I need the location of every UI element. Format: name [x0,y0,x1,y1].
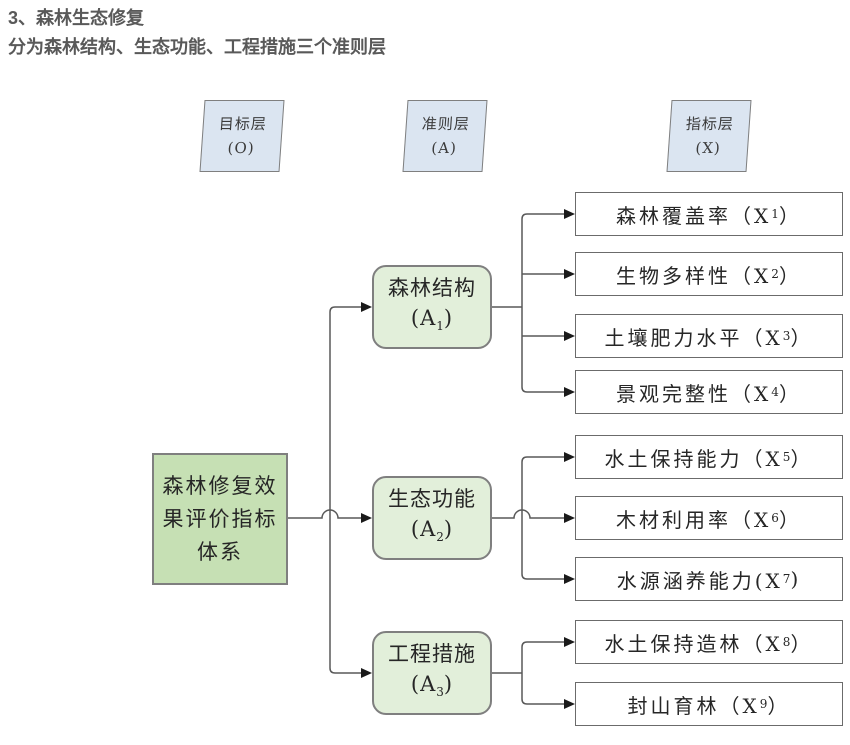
title-line-2: 分为森林结构、生态功能、工程措施三个准则层 [8,37,386,57]
root-line-3: 体系 [197,539,243,564]
root-line-1: 森林修复效 [162,473,278,498]
connector-a1-distributor [521,213,565,393]
criterion-a1-label: 森林结构 [388,275,476,300]
arrowhead-x1 [564,209,575,219]
header-target-level: 目标层 (O) [199,100,285,172]
connector-a2-x6 [492,509,565,519]
connector-trunk [329,306,362,674]
criterion-node-a3: 工程措施 (A3) [372,631,492,715]
title-line-1: 3、森林生态修复 [8,8,145,28]
header-criterion-level: 准则层 (A) [402,100,488,172]
header-indicator-code: (X) [694,139,722,157]
arrowhead-x8 [564,637,575,647]
criterion-a2-code: (A2) [410,516,454,545]
header-target-label: 目标层 [218,115,268,133]
header-indicator-level: 指标层 (X) [666,100,752,172]
arrowhead-x9 [564,699,575,709]
arrowhead-a1 [361,302,372,312]
arrowhead-x2 [564,269,575,279]
criterion-a2-label: 生态功能 [388,486,476,511]
arrowhead-x6 [564,513,575,523]
connector-a2-distributor [521,456,565,580]
criterion-node-a2: 生态功能 (A2) [372,476,492,560]
connector-root-a2 [288,509,362,519]
connector-a3-distributor [521,641,565,705]
root-line-2: 果评价指标 [162,506,278,531]
root-node-goal: 森林修复效 果评价指标 体系 [152,453,288,585]
arrowhead-a2 [361,513,372,523]
header-target-code: (O) [227,139,256,157]
header-criterion-label: 准则层 [421,115,471,133]
arrowhead-x3 [564,331,575,341]
arrowheads [361,209,575,709]
arrowhead-x5 [564,452,575,462]
header-criterion-code: (A) [430,139,458,157]
arrowhead-a3 [361,668,372,678]
criterion-a3-code: (A3) [410,671,454,700]
criterion-node-a1: 森林结构 (A1) [372,265,492,349]
criterion-a3-label: 工程措施 [388,641,476,666]
header-indicator-label: 指标层 [685,115,735,133]
arrowhead-x4 [564,387,575,397]
arrowhead-x7 [564,574,575,584]
slide-title: 3、森林生态修复 分为森林结构、生态功能、工程措施三个准则层 [8,4,386,62]
criterion-a1-code: (A1) [410,305,454,334]
